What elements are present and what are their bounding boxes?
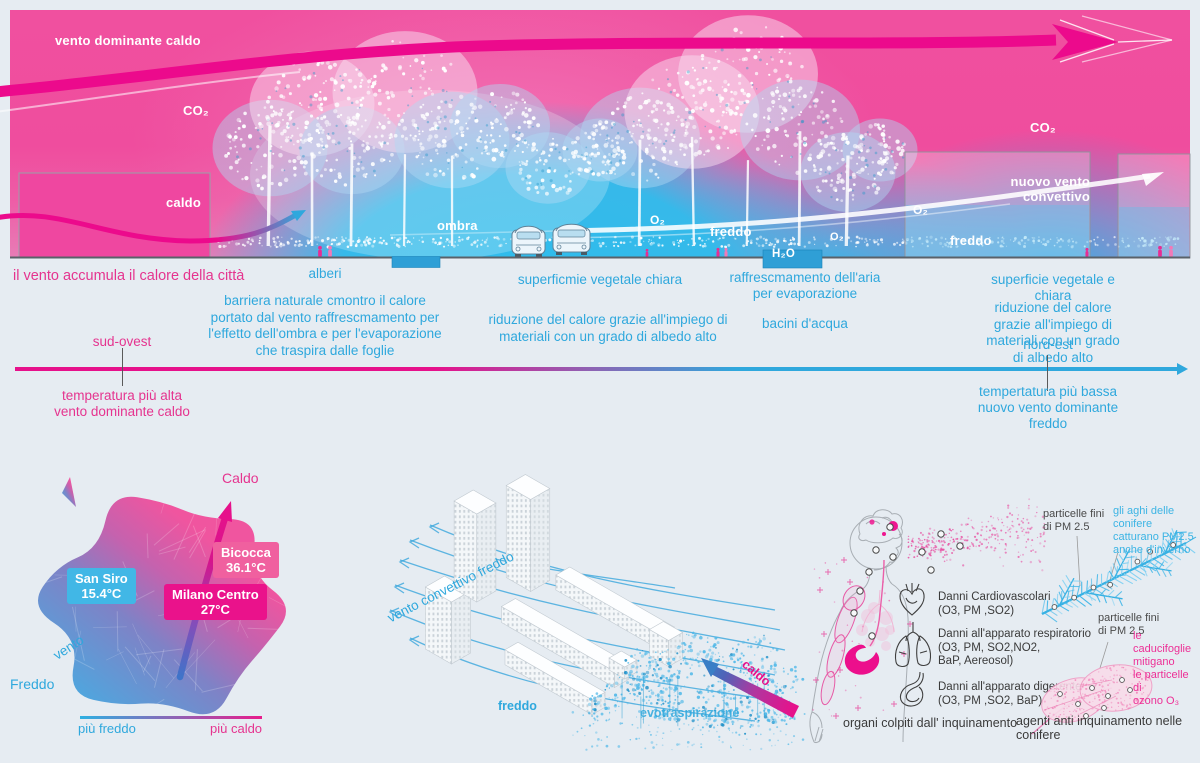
- map-freddo-label: Freddo: [10, 676, 55, 692]
- pink-plus-marks: [813, 557, 913, 719]
- temperature-axis-arrowhead: [1177, 363, 1188, 375]
- organ-damage-3-name: Danni all'apparato digerente: [938, 681, 1082, 693]
- axis-tick-northeast: [1047, 355, 1048, 391]
- needles-note: gli aghi delle conifere catturano PM2.5 …: [1113, 505, 1194, 556]
- city-evap-label: evotraspirazione: [640, 706, 740, 720]
- wind-band-label: vento dominante caldo: [55, 33, 201, 48]
- station-san-siro: San Siro 15.4°C: [67, 568, 136, 604]
- o2-small-tree-label: O₂: [830, 231, 844, 243]
- conifer-caption: agenti anti inquinamento nelle conifere: [1016, 714, 1183, 742]
- conifer-branch: [1041, 528, 1197, 623]
- ombra-label: ombra: [437, 218, 478, 233]
- station-temp: 15.4°C: [81, 586, 122, 601]
- particle-rings: [850, 523, 964, 640]
- leaves-note: le caducifoglie mitigano le particelle d…: [1133, 630, 1192, 707]
- o2-trees-label: O₂: [650, 213, 666, 227]
- legend-alberi-desc: barriera naturale cmontro il calore port…: [208, 293, 442, 358]
- leader-lines: [1076, 535, 1119, 669]
- organ-damage-3-agents: (O3, PM ,SO2, BaP): [938, 695, 1043, 707]
- pm-particle-rings: [1051, 542, 1176, 719]
- legend-superficie1-title: superficmie vegetale chiara: [517, 272, 683, 287]
- station-temp: 27°C: [200, 602, 230, 617]
- city-trees: [571, 631, 806, 751]
- nuovo-vento-label: nuovo vento convettivo: [1010, 174, 1090, 204]
- freddo-right-label: freddo: [950, 233, 992, 248]
- axis-left-note: temperatura più alta vento dominante cal…: [54, 388, 190, 419]
- parked-cars: [511, 223, 591, 257]
- station-bicocca: Bicocca 36.1°C: [213, 542, 279, 578]
- organ-damage-1-name: Danni Cardiovascolari: [938, 591, 1051, 603]
- freddo-trees-label: freddo: [710, 224, 752, 239]
- water-basin-h2o: [762, 249, 823, 269]
- convective-wind-arrow: [389, 172, 1164, 239]
- legend-superficie1-desc: riduzione del calore grazie all'impiego …: [488, 312, 728, 344]
- warm-wind-wave: [0, 212, 298, 244]
- organ-damage-2-agents: (O3, PM, SO2,NO2, BaP, Aereosol): [938, 642, 1041, 667]
- axis-nordest-label: nord-est: [1023, 337, 1073, 352]
- heart-icon: [899, 583, 925, 616]
- scale-cold-label: più freddo: [78, 721, 136, 736]
- isometric-city-diagram: [388, 474, 806, 751]
- pollution-body-diagram: [809, 498, 1046, 743]
- legend-superficie2-desc: riduzione del calore grazie all'impiego …: [986, 300, 1120, 365]
- pm-label-top: particelle fini di PM 2.5: [1043, 508, 1105, 533]
- station-name: Milano Centro: [172, 587, 259, 602]
- organ-icons: [894, 583, 932, 707]
- pm-label-bottom: particelle fini di PM 2.5: [1098, 612, 1160, 637]
- pollution-dot-cloud: [811, 498, 1046, 717]
- station-name: San Siro: [75, 571, 128, 586]
- co2-right-label: CO₂: [1030, 120, 1056, 135]
- organ-damage-2-name: Danni all'apparato respiratorio: [938, 628, 1092, 640]
- stomach-highlight: [844, 644, 880, 675]
- caldo-building-label: caldo: [166, 195, 201, 210]
- brain-highlights: [869, 519, 898, 536]
- h2o-label: H₂O: [772, 248, 795, 260]
- axis-right-note: tempertatura più bassa nuovo vento domin…: [977, 384, 1119, 431]
- leaf-stipple: [1043, 664, 1150, 723]
- map-caldo-label: Caldo: [222, 470, 259, 486]
- lungs-icon: [894, 622, 932, 667]
- conifer-diagram: [1031, 528, 1197, 735]
- legend-superficie2-title: superficie vegetale e chiara: [991, 272, 1115, 303]
- station-milano-centro: Milano Centro 27°C: [164, 584, 267, 620]
- iso-buildings: [424, 474, 684, 716]
- organs-caption: organi colpiti dall' inquinamento: [843, 716, 1018, 730]
- station-temp: 36.1°C: [225, 560, 266, 575]
- co2-left-label: CO₂: [183, 103, 209, 118]
- axis-sudovest-label: sud-ovest: [92, 334, 152, 349]
- milan-temperature-map: [37, 477, 286, 715]
- hot-wind-entry-arrow: [701, 658, 799, 718]
- map-temperature-scale: [80, 716, 262, 719]
- arm-muscles: [820, 585, 866, 706]
- legend-bacini-desc: bacini d'acqua: [762, 316, 848, 331]
- legend-alberi-title: alberi: [308, 266, 342, 281]
- water-basin-small: [391, 256, 441, 268]
- right-buildings: [904, 151, 1191, 259]
- cross-section-art: [0, 15, 1191, 269]
- station-name: Bicocca: [221, 545, 271, 560]
- warm-wind-wave-arrowhead: [291, 210, 306, 221]
- legend-raffrescamento-title: raffrescmamento dell'aria per evaporazio…: [729, 270, 881, 301]
- axis-tick-southwest: [122, 348, 123, 386]
- temperature-axis: [15, 367, 1179, 371]
- stomach-icon: [899, 671, 924, 707]
- ground-line: [10, 249, 1190, 269]
- dominant-wind-arrow: [0, 15, 1173, 113]
- scale-hot-label: più caldo: [210, 721, 263, 736]
- people-figures: [318, 245, 1173, 257]
- city-freddo-label: freddo: [498, 699, 537, 713]
- organ-damage-1-agents: (O3, PM ,SO2): [938, 605, 1015, 617]
- o2-building-label: O₂: [913, 203, 929, 217]
- legend-wind-heat-title: il vento accumula il calore della città: [13, 268, 245, 284]
- map-north-tail: [62, 477, 76, 507]
